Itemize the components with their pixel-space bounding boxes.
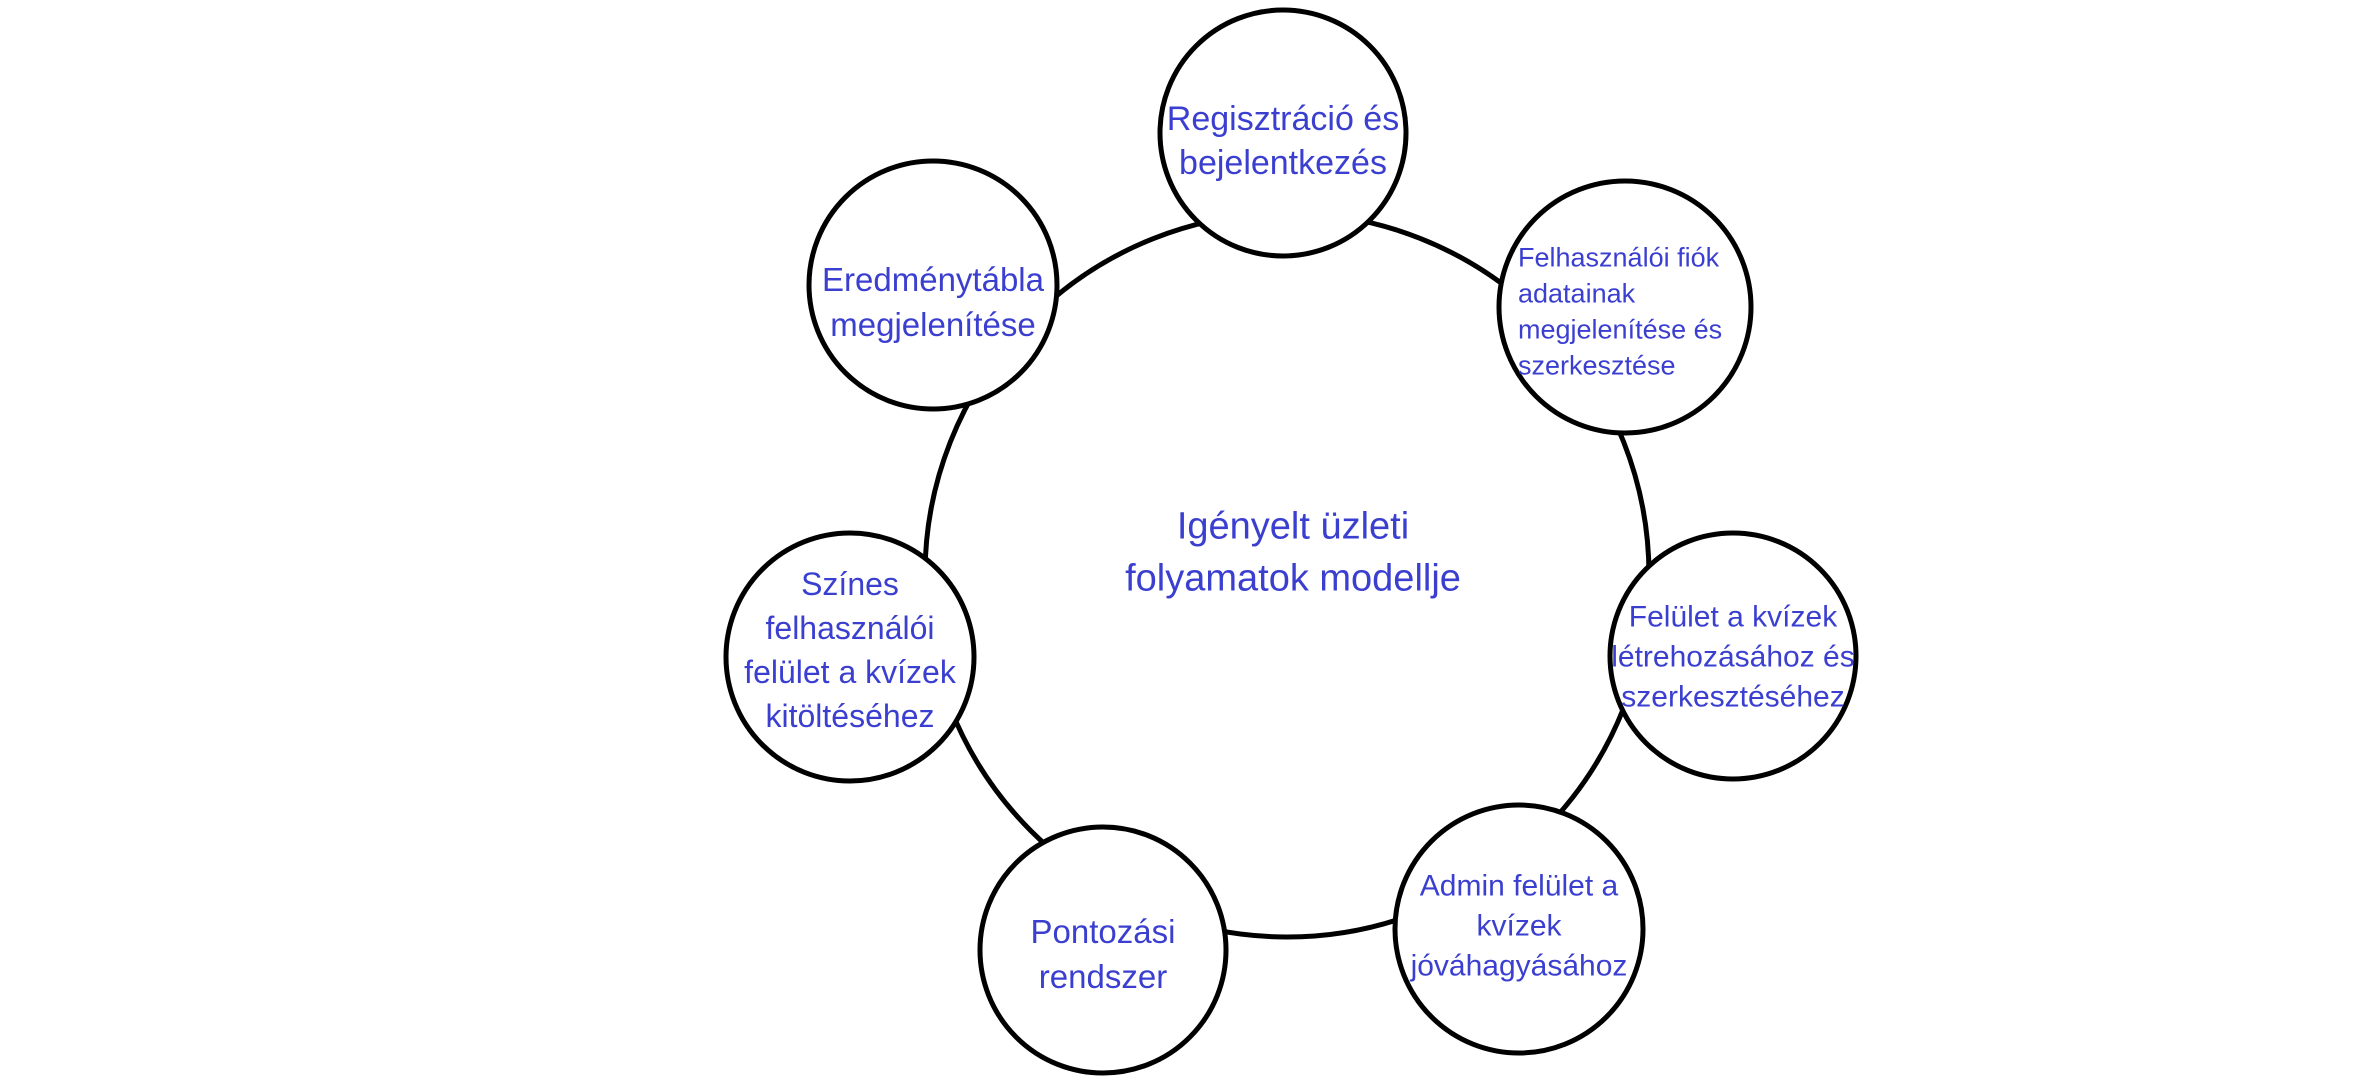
process-node-label: Admin felület a kvízek jóváhagyásához <box>1410 870 1628 983</box>
center-title-line: folyamatok modellje <box>1125 557 1461 599</box>
process-node-circle <box>1157 7 1409 259</box>
process-node-label-line: Színes <box>801 566 899 602</box>
process-node-label-line: adatainak <box>1518 278 1636 308</box>
process-node-circle <box>723 530 977 784</box>
process-node-label-line: Eredménytábla <box>822 261 1045 298</box>
process-node-scoring: Pontozási rendszer <box>977 824 1229 1076</box>
process-node-label-line: létrehozásához és <box>1611 641 1855 674</box>
process-node-label-line: szerkesztése <box>1518 350 1676 380</box>
process-node-label: Felhasználói fiók adatainak megjelenítése … <box>1518 242 1722 380</box>
process-node-label: Eredménytábla megjelenítése <box>822 261 1045 343</box>
process-node-circle <box>1607 530 1859 782</box>
process-node-quiz-editor: Felület a kvízek létrehozásához és szerkes… <box>1607 530 1859 782</box>
process-node-user-account: Felhasználói fiók adatainak megjelenítése … <box>1496 178 1754 436</box>
process-node-circle <box>1392 802 1646 1056</box>
process-node-label-line: rendszer <box>1039 958 1167 995</box>
process-node-label: Pontozási rendszer <box>1031 913 1176 995</box>
process-node-label: Felület a kvízek létrehozásához és szerkes… <box>1611 601 1855 714</box>
process-node-label-line: kitöltéséhez <box>766 698 935 734</box>
process-node-label-line: jóváhagyásához <box>1410 950 1628 983</box>
process-node-registration: Regisztráció és bejelentkezés <box>1157 7 1409 259</box>
process-node-label-line: megjelenítése <box>830 306 1035 343</box>
process-node-label-line: szerkesztéséhez <box>1621 681 1844 714</box>
process-node-label-line: Admin felület a <box>1420 870 1619 903</box>
center-title-line: Igényelt üzleti <box>1177 505 1409 547</box>
center-title: Igényelt üzleti folyamatok modellje <box>1125 505 1461 599</box>
process-node-label-line: Regisztráció és <box>1167 100 1399 138</box>
process-node-label-line: megjelenítése és <box>1518 314 1722 344</box>
process-node-label: Regisztráció és bejelentkezés <box>1167 100 1399 182</box>
process-node-label: Színes felhasználói felület a kvízek kitölt… <box>744 566 957 734</box>
process-nodes: Regisztráció és bejelentkezésFelhasználói… <box>723 7 1859 1076</box>
process-node-circle <box>806 158 1060 412</box>
process-node-label-line: Pontozási <box>1031 913 1176 950</box>
process-node-circle <box>977 824 1229 1076</box>
process-node-label-line: Felhasználói fiók <box>1518 242 1720 272</box>
process-node-leaderboard: Eredménytábla megjelenítése <box>806 158 1060 412</box>
process-node-label-line: felület a kvízek <box>744 654 957 690</box>
process-node-label-line: bejelentkezés <box>1179 144 1387 182</box>
process-node-label-line: Felület a kvízek <box>1629 601 1838 634</box>
process-node-admin-approval: Admin felület a kvízek jóváhagyásához <box>1392 802 1646 1056</box>
process-node-label-line: felhasználói <box>766 610 935 646</box>
process-node-label-line: kvízek <box>1476 910 1562 943</box>
process-node-circle <box>1496 178 1754 436</box>
process-node-colorful-ui: Színes felhasználói felület a kvízek kitölt… <box>723 530 977 784</box>
